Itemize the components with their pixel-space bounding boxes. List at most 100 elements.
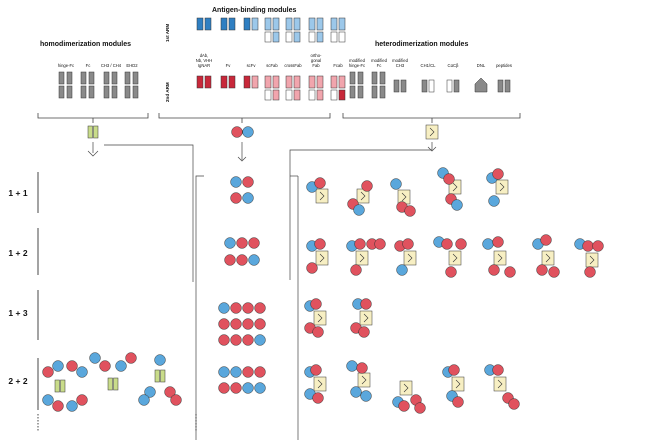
domain-block bbox=[541, 250, 555, 266]
hetero-label-1-0: modified bbox=[371, 58, 387, 63]
hetero-icon-1 bbox=[371, 71, 386, 99]
hetero-icon-2 bbox=[393, 79, 407, 93]
domain-block bbox=[103, 71, 110, 85]
domain-block bbox=[111, 71, 118, 85]
binding-domain bbox=[492, 364, 504, 376]
antigen-label-1-0: Fv bbox=[226, 63, 232, 68]
domain-block bbox=[421, 79, 428, 93]
domain-block bbox=[272, 75, 280, 89]
binding-domain bbox=[310, 364, 322, 376]
binding-domain bbox=[236, 254, 248, 266]
hetero-icon-5 bbox=[474, 77, 488, 93]
domain-block bbox=[285, 89, 293, 101]
binding-domain bbox=[248, 254, 260, 266]
hetero-label-6-0: peptides bbox=[496, 63, 512, 68]
antigen-arm1-icon-6 bbox=[330, 17, 346, 43]
homo-label-1: Fc bbox=[86, 63, 91, 68]
domain-block bbox=[316, 17, 324, 31]
binding-domain bbox=[508, 398, 520, 410]
domain-block bbox=[293, 17, 301, 31]
binding-domain bbox=[504, 266, 516, 278]
row-label-2: 1 + 3 bbox=[8, 308, 27, 318]
binding-domain bbox=[218, 366, 230, 378]
domain-block bbox=[272, 17, 280, 31]
domain-block bbox=[371, 85, 378, 99]
binding-domain bbox=[125, 352, 137, 364]
het-11-e bbox=[495, 179, 509, 195]
binding-domain bbox=[76, 394, 88, 406]
domain-block bbox=[66, 71, 73, 85]
binding-domain bbox=[306, 262, 318, 274]
molecule-illustrations bbox=[42, 124, 604, 414]
domain-block bbox=[495, 179, 509, 195]
het-11-a bbox=[315, 188, 329, 204]
domain-block bbox=[228, 17, 236, 31]
binding-domain bbox=[374, 238, 386, 250]
domain-block bbox=[330, 89, 338, 101]
domain-block bbox=[113, 377, 119, 391]
domain-block bbox=[357, 372, 371, 388]
domain-block bbox=[448, 250, 462, 266]
binding-domain bbox=[52, 400, 64, 412]
domain-block bbox=[355, 250, 369, 266]
domain-block bbox=[308, 75, 316, 89]
domain-block bbox=[285, 17, 293, 31]
binding-domain bbox=[99, 360, 111, 372]
binding-domain bbox=[488, 264, 500, 276]
hetero-icon-0 bbox=[349, 71, 364, 99]
antigen-label-6-0: Fcab bbox=[333, 63, 343, 68]
domain-block bbox=[264, 89, 272, 101]
domain-block bbox=[338, 31, 346, 43]
binding-domain bbox=[441, 238, 453, 250]
homo-bracket bbox=[37, 113, 149, 123]
domain-block bbox=[154, 369, 160, 383]
binding-domain bbox=[254, 318, 266, 330]
binding-domain bbox=[536, 264, 548, 276]
hetero-label-0-0: modified bbox=[349, 58, 365, 63]
domain-block bbox=[196, 17, 204, 31]
domain-block bbox=[204, 17, 212, 31]
antigen-label-0-1: Nb, VHH bbox=[196, 58, 213, 63]
antigen-arm1-icon-1 bbox=[220, 17, 236, 31]
dnl-shape bbox=[474, 77, 488, 93]
binding-domain bbox=[310, 298, 322, 310]
binding-domain bbox=[89, 352, 101, 364]
binding-domain bbox=[353, 204, 365, 216]
domain-block bbox=[60, 379, 66, 393]
domain-block bbox=[285, 75, 293, 89]
domain-block bbox=[359, 310, 373, 326]
antigen-label-0-0: dAb, bbox=[200, 53, 209, 58]
homo-2plus2-c bbox=[154, 369, 166, 383]
binding-domain bbox=[248, 237, 260, 249]
hetero-icon-3 bbox=[421, 79, 435, 93]
het-11-b bbox=[356, 188, 370, 204]
domain-block bbox=[451, 376, 465, 392]
domain-block bbox=[103, 85, 110, 99]
domain-block bbox=[338, 17, 346, 31]
het-22-d bbox=[451, 376, 465, 392]
domain-block bbox=[220, 17, 228, 31]
binding-domain bbox=[404, 205, 416, 217]
arm2-label: 2nd ARM bbox=[165, 82, 170, 102]
homo-label-2: CH3 / CH4 bbox=[101, 63, 122, 68]
domain-block bbox=[87, 125, 93, 139]
hetero-label-2-0: modified bbox=[392, 58, 408, 63]
binding-domain bbox=[488, 195, 500, 207]
binding-domain bbox=[218, 382, 230, 394]
binding-domain bbox=[254, 382, 266, 394]
binding-domain bbox=[164, 386, 176, 398]
binding-domain bbox=[138, 394, 150, 406]
binding-domain bbox=[52, 360, 64, 372]
binding-domain bbox=[42, 366, 54, 378]
domain-block bbox=[293, 31, 301, 43]
binding-domain bbox=[451, 199, 463, 211]
domain-block bbox=[196, 75, 204, 89]
hetero-icon-4 bbox=[446, 79, 460, 93]
binding-domain bbox=[452, 396, 464, 408]
binding-domain bbox=[254, 334, 266, 346]
domain-block bbox=[58, 85, 65, 99]
row-label-1: 1 + 2 bbox=[8, 248, 27, 258]
domain-block bbox=[80, 85, 87, 99]
binding-domain bbox=[312, 392, 324, 404]
homodimerization-title: homodimerization modules bbox=[40, 41, 131, 48]
